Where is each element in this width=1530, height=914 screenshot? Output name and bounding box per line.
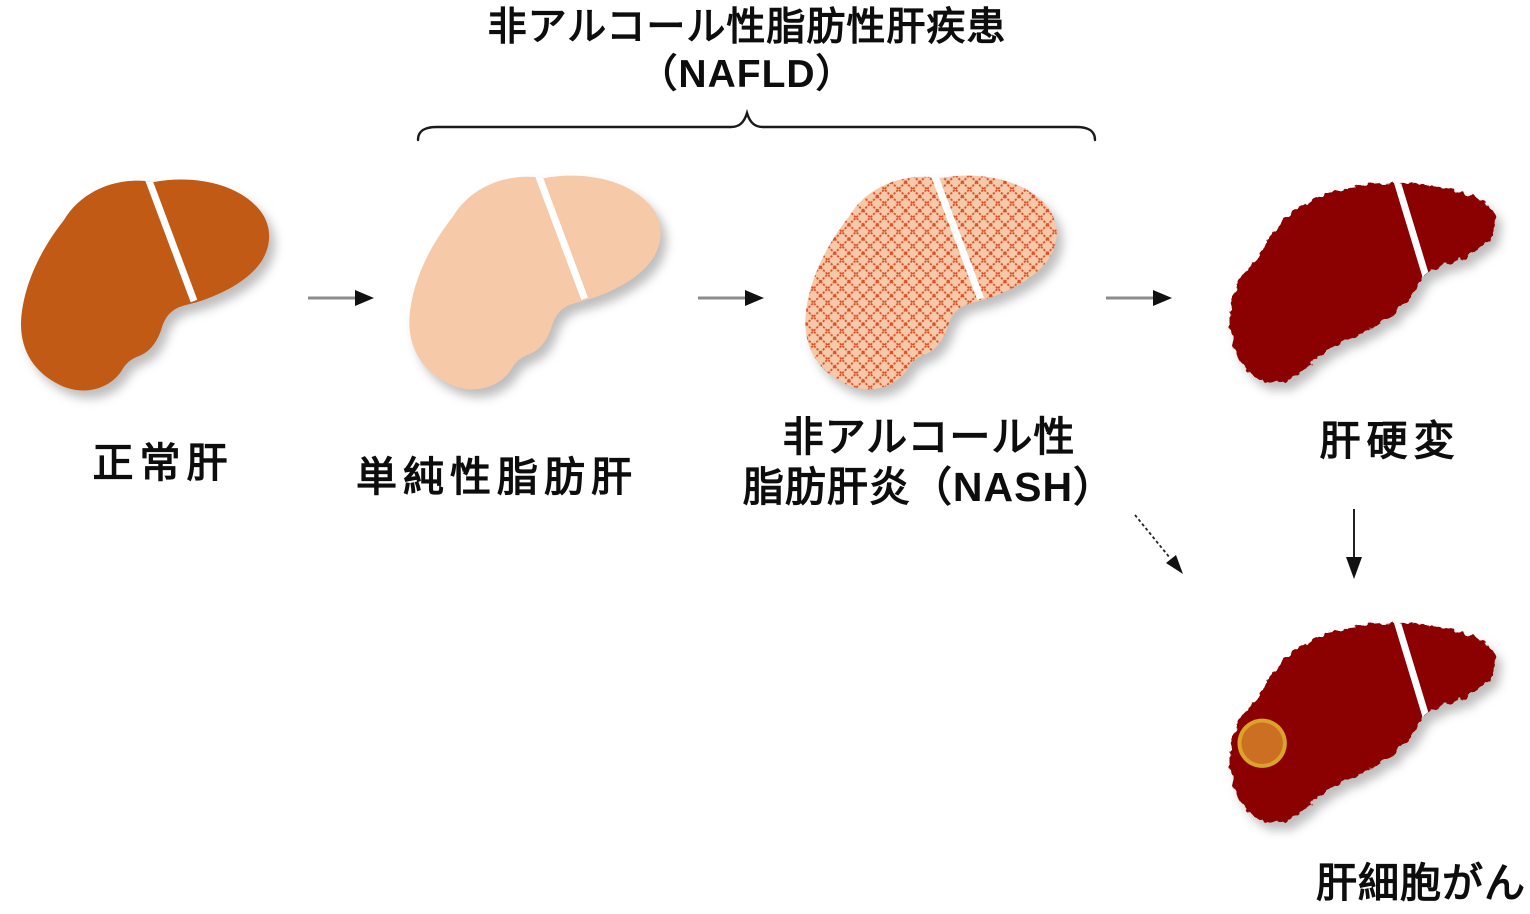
- diagram-title-line2: （NAFLD）: [638, 53, 856, 96]
- arrow-head: [1166, 555, 1183, 574]
- arrow-right-icon-3: [1106, 290, 1172, 306]
- arrow-diagonal-icon: [1134, 514, 1183, 574]
- diagram-title: 非アルコール性脂肪性肝疾患 （NAFLD）: [488, 4, 1007, 98]
- arrow-down-icon: [1346, 509, 1362, 579]
- liver-divider-line: [930, 175, 984, 300]
- arrow-head: [1153, 290, 1172, 306]
- arrow-head: [1346, 557, 1362, 579]
- liver-cirrhosis: [1229, 183, 1496, 384]
- stage-label-nash: 非アルコール性 脂肪肝炎（NASH）: [743, 412, 1115, 512]
- liver-hcc: [1229, 623, 1496, 824]
- stage-label-normal: 正常肝: [92, 440, 234, 486]
- arrow-right-icon-2: [698, 290, 764, 306]
- liver-divider-line: [1392, 183, 1430, 278]
- tumor-circle: [1241, 722, 1283, 764]
- arrow-shaft: [1134, 514, 1171, 559]
- liver-normal: [21, 179, 270, 391]
- nafld-brace: [416, 108, 1097, 142]
- liver-nash-body: [805, 175, 1057, 390]
- arrow-right-icon-1: [308, 290, 374, 306]
- liver-divider-line: [144, 179, 198, 303]
- liver-normal-body: [21, 179, 270, 391]
- stage-label-steatosis: 単純性脂肪肝: [356, 454, 638, 500]
- liver-divider-line: [534, 175, 588, 300]
- stage-label-nash-line1: 非アルコール性: [782, 414, 1076, 460]
- liver-divider-line: [1392, 623, 1430, 718]
- stage-label-cirrhosis: 肝硬変: [1319, 418, 1461, 464]
- liver-steatosis: [409, 175, 661, 390]
- arrow-head: [745, 290, 764, 306]
- stage-label-nash-line2: 脂肪肝炎（NASH）: [742, 464, 1116, 510]
- brace-path: [416, 108, 1097, 142]
- arrow-head: [355, 290, 374, 306]
- liver-cirrhosis-body: [1229, 183, 1496, 384]
- stage-label-hcc: 肝細胞がん: [1316, 860, 1526, 906]
- diagram-title-line1: 非アルコール性脂肪性肝疾患: [487, 6, 1007, 49]
- liver-nash: [805, 175, 1057, 390]
- liver-steatosis-body: [409, 175, 661, 390]
